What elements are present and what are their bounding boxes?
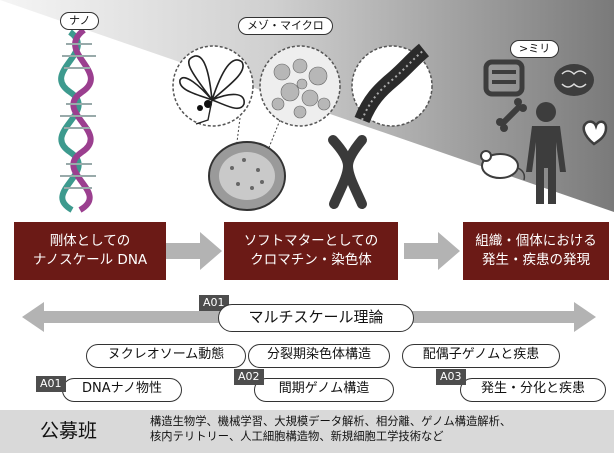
pill-multiscale-theory: マルチスケール理論 xyxy=(218,304,414,332)
scale-label-nano: ナノ xyxy=(60,12,100,30)
pill-development-disease: 発生・分化と疾患 xyxy=(460,378,606,402)
box-meso-line1: ソフトマターとしての xyxy=(243,233,379,249)
intestine-icon xyxy=(483,59,525,97)
box-milli-tissue: 組織・個体における 発生・疾患の発現 xyxy=(463,222,609,280)
scale-label-milli: >ミリ xyxy=(510,40,560,58)
mouse-icon xyxy=(480,150,526,181)
recruitment-topics: 構造生物学、機械学習、大規模データ解析、相分離、ゲノム構造解析、 核内テリトリー… xyxy=(150,414,605,444)
arrow-right-icon xyxy=(166,232,222,270)
box-milli-line1: 組織・個体における xyxy=(475,233,597,249)
dna-helix-icon xyxy=(58,27,96,213)
scale-label-meso-micro: メゾ・マイクロ xyxy=(238,17,333,35)
pill-interphase-genome: 間期ゲノム構造 xyxy=(254,378,394,402)
heart-icon xyxy=(582,120,608,146)
badge-a01-theory: A01 xyxy=(199,295,229,311)
human-silhouette-icon xyxy=(526,102,566,204)
nucleus-icon xyxy=(208,141,286,211)
badge-a03: A03 xyxy=(436,369,466,385)
box-milli-line2: 発生・疾患の発現 xyxy=(482,252,590,268)
brain-icon xyxy=(554,64,594,96)
pill-nucleosome-dynamics: ヌクレオソーム動態 xyxy=(86,344,246,368)
recruitment-bar xyxy=(0,410,614,453)
illustration-layer xyxy=(58,27,608,213)
recruitment-title: 公募班 xyxy=(40,420,98,442)
box-nano-line1: 剛体としての xyxy=(49,233,131,249)
box-meso-line2: クロマチン・染色体 xyxy=(250,252,372,268)
badge-a02: A02 xyxy=(234,369,264,385)
chromosome-icon xyxy=(328,135,367,209)
pill-dna-nano-physics: DNAナノ物性 xyxy=(62,378,182,402)
bone-icon xyxy=(496,98,527,132)
chromatin-loop-icon xyxy=(172,45,254,127)
condensate-icon xyxy=(259,45,341,127)
badge-a01: A01 xyxy=(36,376,66,392)
chromatin-fiber-icon xyxy=(351,43,433,127)
box-meso-chromatin: ソフトマターとしての クロマチン・染色体 xyxy=(224,222,398,280)
arrow-right-icon xyxy=(404,232,460,270)
pill-mitotic-chromosome: 分裂期染色体構造 xyxy=(248,344,390,368)
recruitment-topics-line2: 核内テリトリー、人工細胞構造物、新規細胞工学技術など xyxy=(150,430,444,443)
recruitment-topics-line1: 構造生物学、機械学習、大規模データ解析、相分離、ゲノム構造解析、 xyxy=(150,415,512,428)
box-nano-line2: ナノスケール DNA xyxy=(32,252,148,268)
box-nano-dna: 剛体としての ナノスケール DNA xyxy=(14,222,166,280)
pill-gamete-genome: 配偶子ゲノムと疾患 xyxy=(402,344,560,368)
